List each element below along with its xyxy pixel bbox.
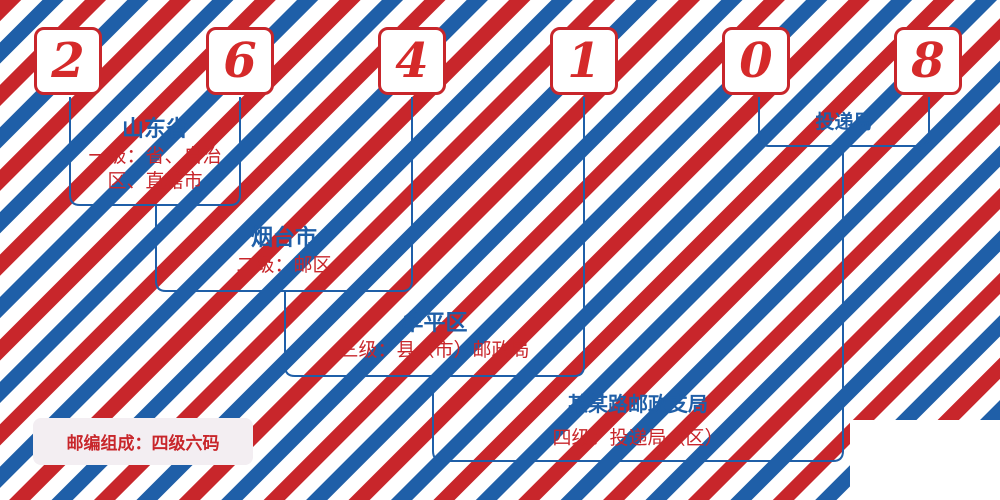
level-3-region: 牟平区	[401, 311, 468, 336]
level-4-description: 四级：投递局（区）	[552, 427, 724, 449]
caption-text: 邮编组成：四级六码	[66, 434, 220, 454]
delivery-label: 投递局	[815, 111, 873, 133]
level-4-group: 某某路邮政支局 四级：投递局（区）	[434, 390, 842, 451]
digit-box-6: 8	[894, 27, 962, 95]
delivery-group: 投递局	[760, 108, 928, 136]
level-2-description: 二级：邮区	[236, 254, 332, 276]
level-3-description: 三级：县（市）邮政局	[339, 339, 530, 361]
level-1-group: 山东省 一级：省、自治区、直辖市	[72, 116, 238, 194]
digit-box-3: 4	[378, 27, 446, 95]
level-4-region: 某某路邮政支局	[568, 392, 708, 416]
caption-box: 邮编组成：四级六码	[33, 418, 253, 465]
level-1-description: 一级：省、自治区、直辖市	[88, 145, 222, 192]
connector-delivery	[758, 97, 930, 147]
level-1-region: 山东省	[121, 117, 188, 142]
digit-box-4: 1	[550, 27, 618, 95]
digit-box-5: 0	[722, 27, 790, 95]
level-2-region: 烟台市	[250, 226, 317, 251]
digit-box-2: 6	[206, 27, 274, 95]
level-3-group: 牟平区 三级：县（市）邮政局	[286, 310, 583, 363]
connector-level-3	[284, 97, 585, 377]
connector-level-4	[432, 145, 844, 462]
digit-box-1: 2	[34, 27, 102, 95]
level-2-group: 烟台市 二级：邮区	[157, 225, 411, 278]
